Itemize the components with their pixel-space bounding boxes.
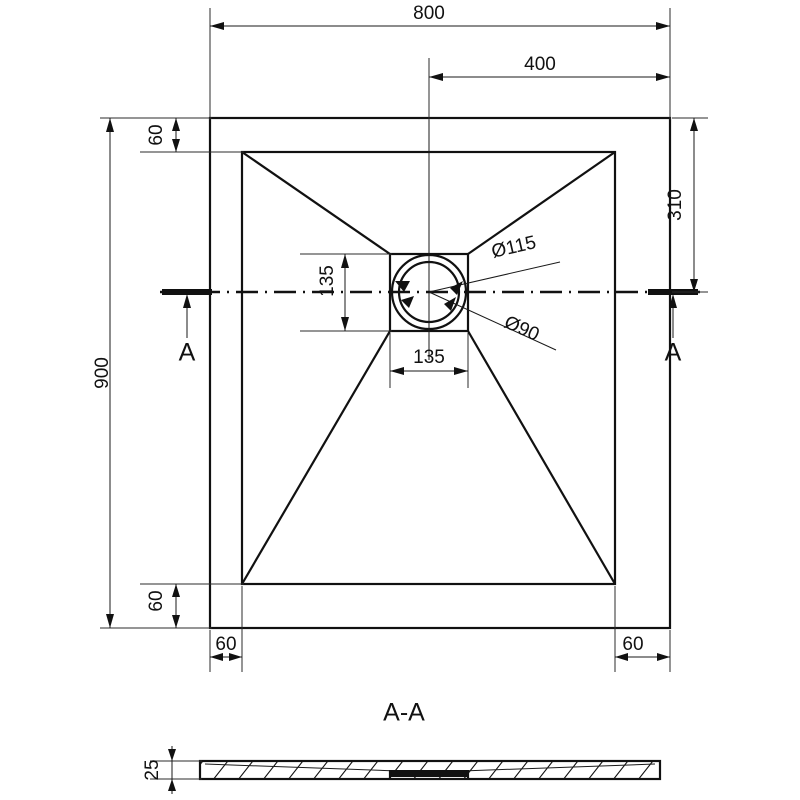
section-drain-recess [388,770,470,779]
section-slope-profile [204,763,656,773]
label-section-thickness: 25 [142,759,163,780]
dimension-overall-height [100,117,208,629]
dimension-section-thickness [150,746,202,794]
label-left-offset: 60 [215,634,236,655]
dimension-drain-vertical [300,253,392,332]
dimension-left-offset [209,586,243,672]
section-body-outline [198,759,662,781]
section-view-title: A-A [383,699,425,727]
slope-fold-lines [241,151,616,585]
dimension-right-offset [614,586,671,672]
leader-inner-diameter [401,291,557,351]
label-drain-vertical: 135 [317,265,338,297]
label-bottom-offset: 60 [146,590,167,611]
label-overall-width: 800 [413,3,445,24]
label-overall-height: 900 [92,357,113,389]
label-half-width: 400 [524,54,556,75]
dimension-overall-width [209,8,671,120]
section-marker-left: A [179,339,196,367]
plan-outer-rectangle [208,116,672,630]
label-drain-from-top: 310 [665,189,686,221]
dimension-drain-from-top [672,117,708,293]
section-view-aa [150,746,662,794]
dimension-half-width [428,48,671,120]
label-drain-horizontal: 135 [413,347,445,368]
dimension-bottom-offset [140,583,244,629]
label-right-offset: 60 [622,634,643,655]
label-outer-diameter: Ø115 [490,232,539,263]
dimension-top-offset [140,117,244,153]
dimension-drain-horizontal [389,333,469,388]
section-marker-right: A [665,339,682,367]
leader-outer-diameter [395,261,561,295]
label-top-offset: 60 [146,124,167,145]
